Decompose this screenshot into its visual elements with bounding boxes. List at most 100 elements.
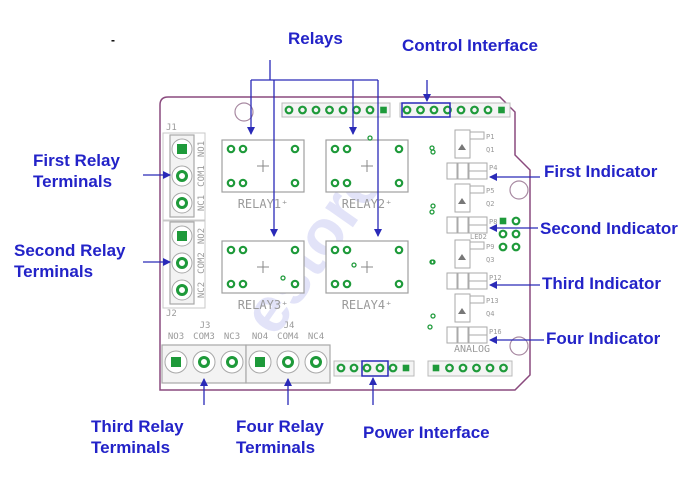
via — [367, 135, 373, 141]
part-label: Q2 — [486, 200, 494, 208]
transistor — [454, 183, 471, 213]
callout-third-relay-terminals: Third Relay Terminals — [91, 416, 184, 458]
pad-square — [177, 231, 187, 241]
callout-second-relay-terminals-line1: Second Relay — [14, 241, 126, 260]
pad — [498, 229, 508, 239]
pad — [176, 170, 188, 182]
led-label: LED2 — [470, 233, 487, 241]
pad — [310, 356, 322, 368]
pad — [416, 105, 425, 115]
led-part — [468, 162, 488, 172]
led-part — [468, 272, 488, 282]
led-part — [446, 162, 458, 180]
pad — [330, 245, 340, 255]
pad — [290, 178, 300, 188]
resistor — [469, 295, 485, 304]
part-label: P4 — [489, 164, 497, 172]
pad — [176, 257, 188, 269]
header-left — [281, 102, 391, 118]
via — [280, 275, 286, 281]
relays-pointer — [247, 60, 382, 237]
power-header — [333, 360, 415, 377]
pad — [226, 356, 238, 368]
part-label: P9 — [486, 243, 494, 251]
pin-label: NO1 — [197, 141, 207, 157]
led-part — [446, 216, 458, 234]
relay-label: RELAY4⁺ — [342, 298, 393, 312]
via — [429, 259, 435, 265]
led-part — [468, 216, 488, 226]
pad — [290, 245, 300, 255]
pad — [176, 284, 188, 296]
callout-power-interface: Power Interface — [363, 423, 490, 442]
pad — [394, 245, 404, 255]
pad — [394, 144, 404, 154]
pad-square — [402, 364, 410, 372]
pad — [342, 245, 352, 255]
terminal-screw — [192, 350, 216, 374]
transistor-mark — [458, 144, 466, 150]
power-interface-highlight — [361, 360, 389, 377]
via — [430, 203, 436, 209]
header-right — [399, 102, 511, 118]
pad — [388, 363, 398, 373]
relay-center-mark — [257, 160, 269, 172]
pad — [176, 197, 188, 209]
connector-label: J1 — [166, 123, 177, 133]
pad-square — [380, 106, 387, 114]
pad — [402, 105, 412, 115]
pad — [498, 242, 508, 252]
callout-third-relay-terminals-line2: Terminals — [91, 438, 171, 457]
led-part — [457, 216, 469, 234]
pad — [226, 144, 236, 154]
pad-square — [498, 106, 505, 114]
terminal-screw — [171, 165, 193, 187]
part-label: P13 — [486, 297, 499, 305]
transistor-mark — [458, 308, 466, 314]
pad — [284, 105, 294, 115]
relay-center-mark — [361, 261, 373, 273]
callout-four-relay-terminals: Four Relay Terminals — [236, 416, 324, 458]
pad — [338, 105, 348, 115]
pad — [511, 216, 521, 226]
callout-four-indicator: Four Indicator — [546, 329, 661, 348]
callout-third-relay-terminals-line1: Third Relay — [91, 417, 184, 436]
led-part — [457, 162, 469, 180]
led-part — [468, 170, 488, 180]
pad — [238, 245, 248, 255]
terminal-screw — [304, 350, 328, 374]
terminal-screw — [171, 192, 193, 214]
pad — [290, 144, 300, 154]
pad — [342, 279, 352, 289]
pad — [325, 105, 334, 115]
pad — [375, 363, 385, 373]
pad — [394, 279, 404, 289]
pad-square — [177, 144, 187, 154]
part-label: P16 — [489, 328, 502, 336]
callout-third-indicator: Third Indicator — [542, 274, 661, 293]
part-label: P8 — [489, 218, 497, 226]
callout-first-relay-terminals-line1: First Relay — [33, 151, 120, 170]
pin-label: NC2 — [197, 282, 207, 298]
callout-second-relay-terminals: Second Relay Terminals — [14, 240, 126, 282]
terminal-screw — [171, 279, 193, 301]
pad — [342, 178, 352, 188]
via — [429, 145, 435, 151]
part-label: P1 — [486, 133, 494, 141]
led-part — [468, 224, 488, 234]
callout-first-indicator: First Indicator — [544, 162, 658, 181]
callout-relays: Relays — [288, 29, 343, 48]
pin-label: NO4 — [252, 332, 268, 342]
relay-label: RELAY1⁺ — [238, 197, 289, 211]
pad — [198, 356, 210, 368]
pin-label: COM1 — [197, 165, 207, 187]
pad — [330, 178, 340, 188]
pad — [511, 242, 521, 252]
pad-square — [432, 364, 440, 372]
via — [429, 209, 435, 215]
transistor-mark — [458, 198, 466, 204]
pin-label: NO3 — [168, 332, 184, 342]
relay-center-mark — [361, 160, 373, 172]
transistor — [454, 129, 471, 159]
